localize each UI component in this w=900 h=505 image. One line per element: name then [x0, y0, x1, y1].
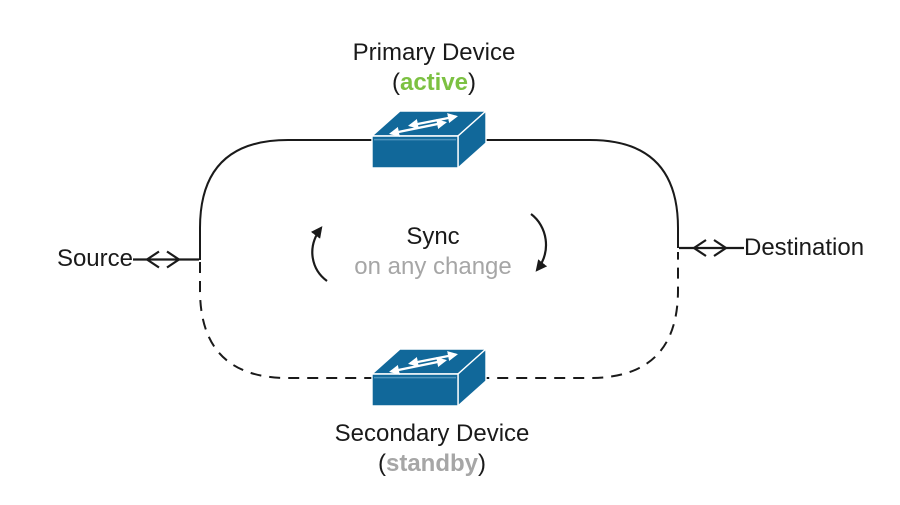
- double-headed-arrow-icon: [692, 239, 707, 257]
- curved-arrow-up-icon: [310, 226, 328, 282]
- primary-device-name: Primary Device: [352, 39, 516, 66]
- primary-device-label: Primary Device (active): [309, 38, 559, 98]
- primary-device-state: (active): [309, 68, 559, 98]
- secondary-switch-icon: [371, 348, 487, 407]
- paren-close: ): [468, 69, 477, 96]
- double-headed-arrow-icon: [145, 250, 160, 269]
- secondary-state-value: standby: [385, 450, 478, 477]
- secondary-path-dashed: [199, 252, 679, 379]
- curved-arrow-down-icon: [530, 213, 548, 272]
- paren-open: (: [377, 450, 386, 477]
- sync-label: Sync on any change: [308, 222, 558, 282]
- secondary-device-label: Secondary Device (standby): [307, 419, 557, 479]
- secondary-device-state: (standby): [307, 449, 557, 479]
- sync-title: Sync: [406, 223, 460, 250]
- sync-subtitle: on any change: [354, 253, 512, 280]
- paren-open: (: [391, 69, 400, 96]
- primary-switch-icon: [371, 110, 487, 169]
- source-connector: [133, 250, 199, 269]
- destination-label: Destination: [744, 234, 865, 261]
- source-label: Source: [56, 245, 133, 272]
- paren-close: ): [478, 450, 486, 477]
- primary-state-value: active: [399, 69, 469, 96]
- secondary-device-name: Secondary Device: [334, 420, 530, 447]
- destination-connector: [679, 239, 744, 257]
